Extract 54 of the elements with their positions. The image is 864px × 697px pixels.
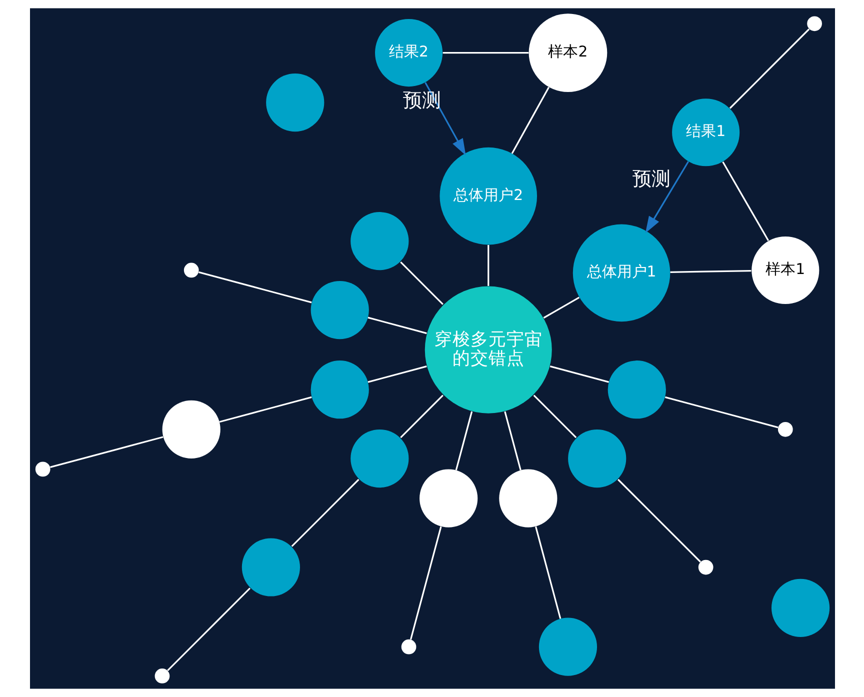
node-circle — [350, 212, 408, 270]
connector — [367, 366, 426, 383]
edge-label: 预测 — [632, 168, 670, 190]
node-circle: 总体用户2 — [439, 147, 537, 245]
connector — [617, 478, 700, 562]
connector — [367, 316, 426, 334]
node-circle — [498, 469, 557, 528]
node-circle — [777, 422, 792, 437]
connector — [728, 28, 810, 109]
node-circle — [419, 469, 478, 528]
connector — [442, 52, 528, 54]
node-circle: 样本2 — [528, 14, 607, 92]
node-circle — [154, 668, 170, 684]
node-circle — [266, 73, 324, 132]
connector — [487, 244, 489, 286]
node-circle — [806, 16, 822, 32]
node-circle — [310, 280, 368, 340]
node-circle — [183, 262, 198, 278]
node-circle — [241, 538, 300, 596]
node-circle — [770, 578, 830, 637]
connector — [664, 396, 778, 428]
node-circle: 穿梭多元宇宙的交错点 — [424, 286, 552, 414]
connector — [400, 394, 443, 438]
connector — [218, 396, 312, 423]
connector — [409, 526, 442, 640]
connector — [542, 296, 580, 319]
connector — [722, 161, 769, 242]
connector — [670, 270, 751, 273]
connector — [454, 411, 472, 470]
node-circle — [34, 462, 50, 477]
connector — [549, 366, 608, 383]
arrow — [644, 161, 689, 234]
node-circle — [350, 429, 408, 488]
connector — [510, 86, 550, 154]
node-circle — [310, 360, 368, 419]
node-circle — [607, 360, 666, 419]
node-circle — [538, 618, 597, 676]
arrow — [424, 82, 466, 156]
node-circle: 样本1 — [751, 236, 819, 304]
connector — [532, 394, 576, 438]
node-circle — [162, 400, 220, 458]
connector — [166, 588, 250, 672]
node-circle: 总体用户1 — [572, 224, 670, 322]
node-circle — [568, 429, 626, 488]
connector — [534, 526, 561, 619]
node-circle — [698, 560, 713, 575]
node-circle: 结果1 — [672, 98, 740, 166]
node-circle: 结果2 — [374, 19, 442, 87]
connector — [400, 262, 443, 305]
connector — [504, 411, 521, 470]
node-circle — [400, 639, 416, 654]
connector — [290, 478, 359, 547]
connector — [50, 436, 163, 468]
connector — [198, 271, 312, 304]
